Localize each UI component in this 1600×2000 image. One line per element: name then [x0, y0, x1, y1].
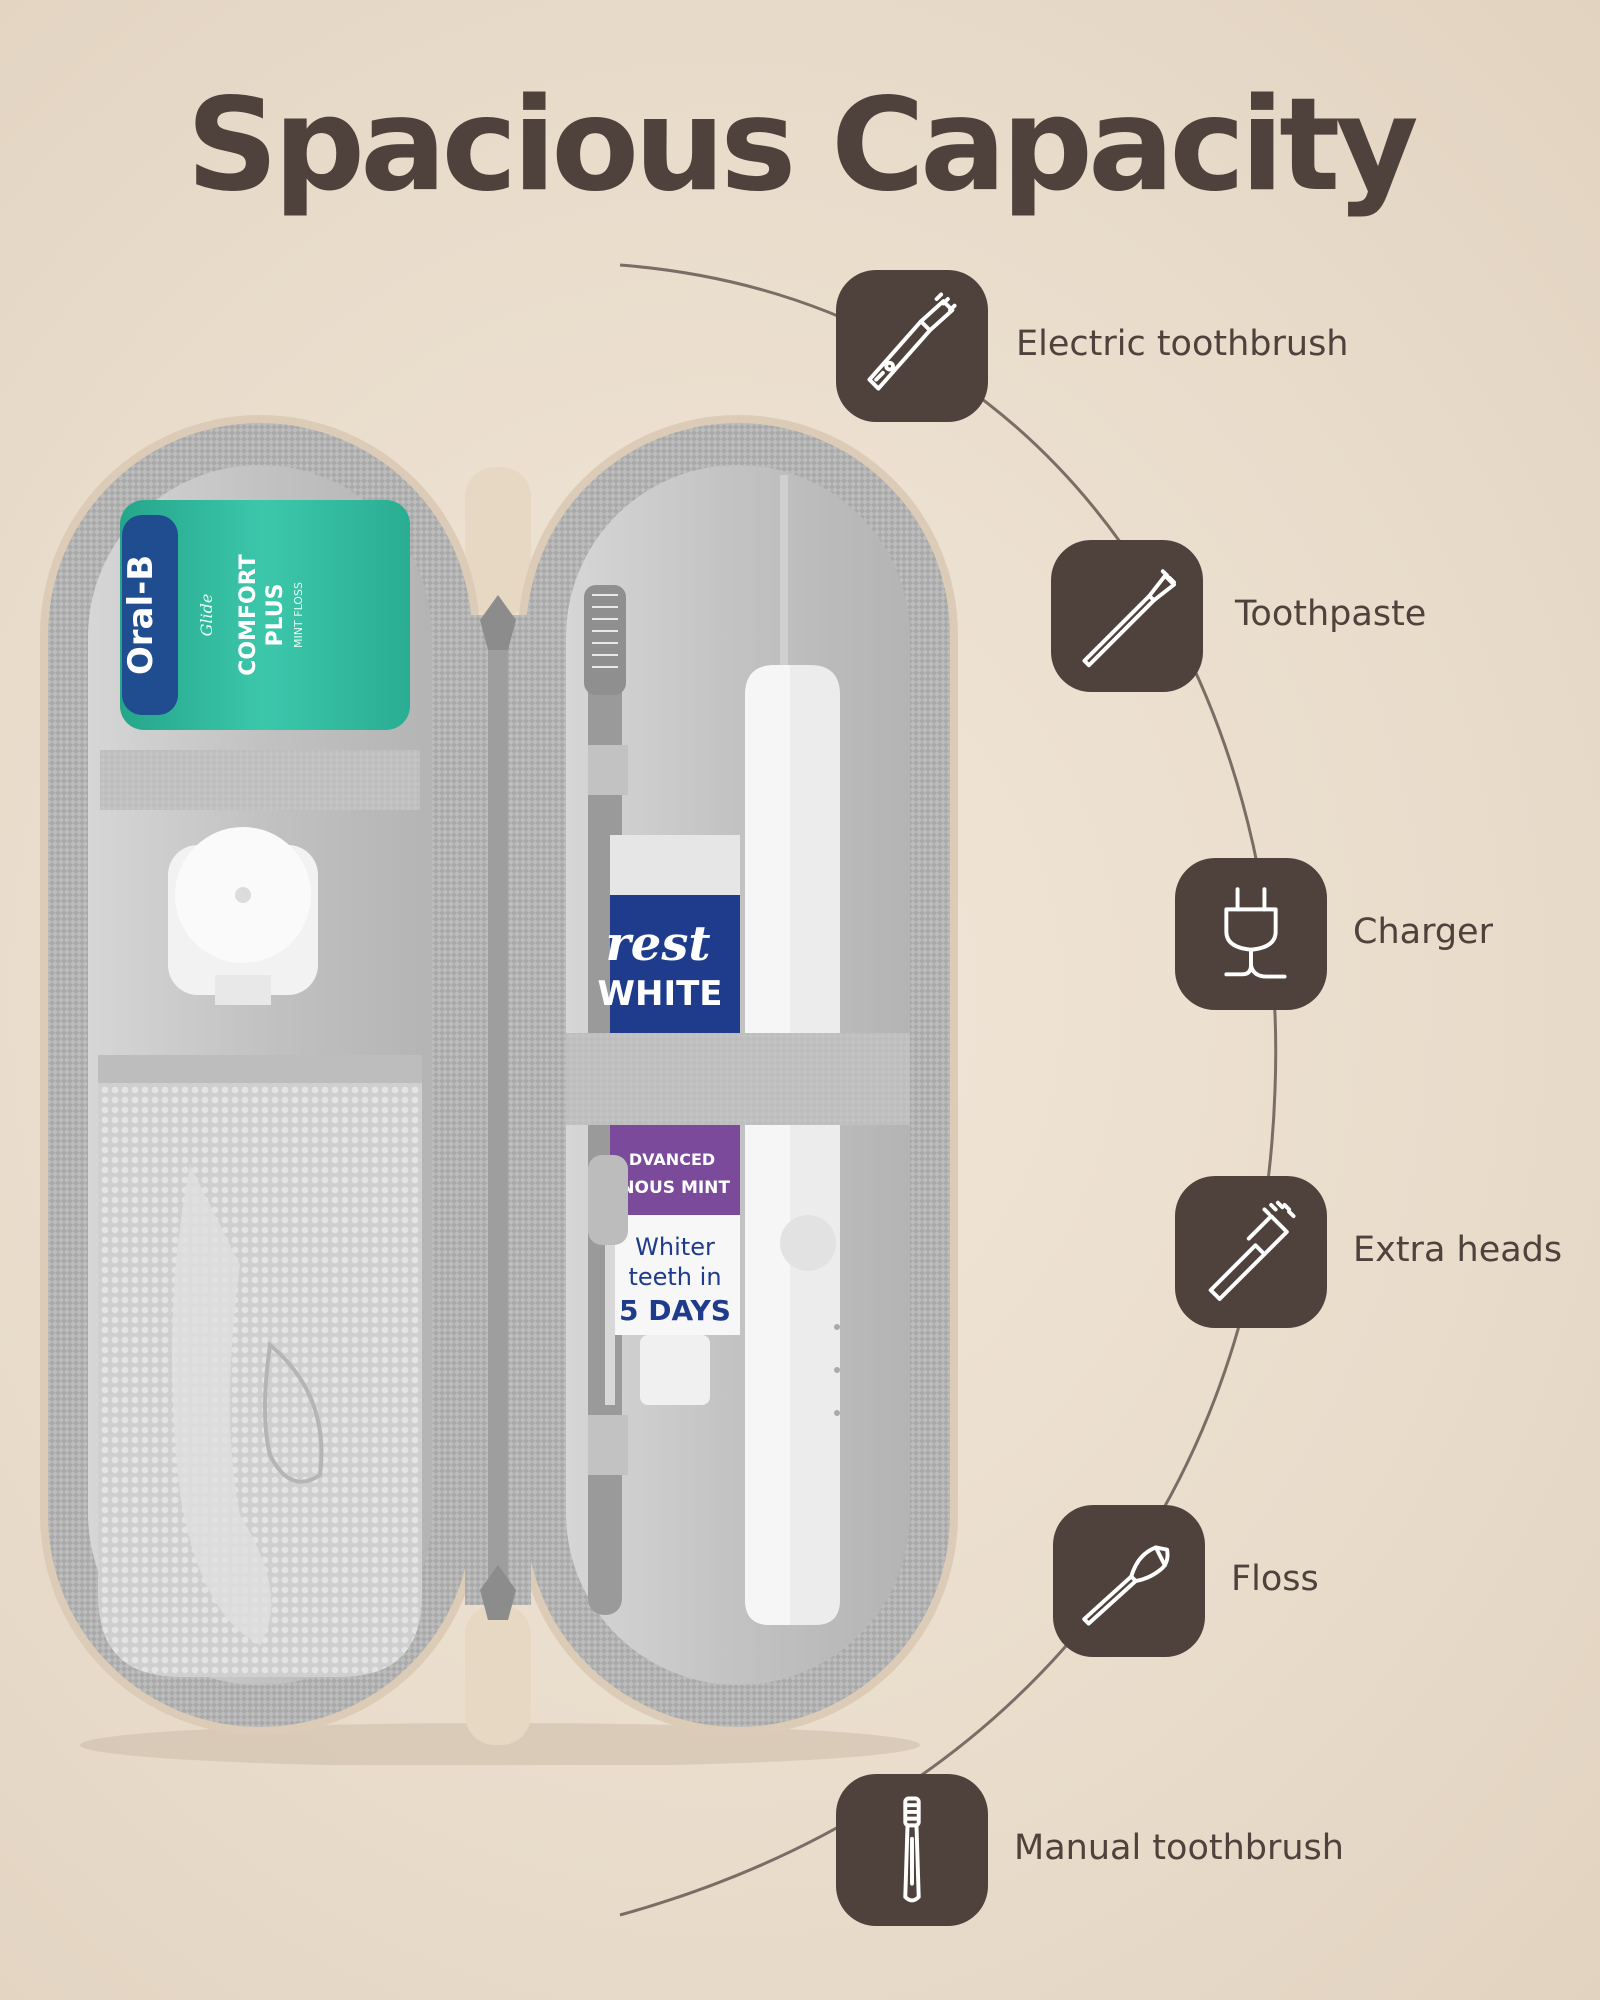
svg-text:rest: rest: [605, 916, 710, 972]
open-travel-case-image: Oral-B Glide COMFORT PLUS MINT FLOSS res…: [40, 415, 960, 1767]
svg-text:DVANCED: DVANCED: [629, 1150, 715, 1169]
svg-text:teeth in: teeth in: [628, 1263, 721, 1291]
floss-box: [120, 500, 410, 730]
svg-text:INOUS MINT: INOUS MINT: [614, 1178, 730, 1198]
feature-label-manual-toothbrush: Manual toothbrush: [1014, 1828, 1344, 1868]
svg-text:WHITE: WHITE: [597, 974, 722, 1014]
travel-case-illustration: Oral-B Glide COMFORT PLUS MINT FLOSS res…: [40, 415, 958, 1767]
manual-toothbrush-icon: [836, 1774, 988, 1926]
brush-head-icon: [1175, 1176, 1327, 1328]
svg-text:Glide: Glide: [197, 594, 216, 637]
feature-label-charger: Charger: [1353, 912, 1493, 952]
feature-label-floss: Floss: [1231, 1559, 1319, 1599]
feature-label-electric-toothbrush: Electric toothbrush: [1016, 324, 1349, 364]
floss-pick-icon: [1053, 1505, 1205, 1657]
svg-text:Oral-B: Oral-B: [121, 555, 161, 675]
charger-plug-icon: [1175, 858, 1327, 1010]
feature-label-extra-heads: Extra heads: [1353, 1230, 1563, 1270]
toothpaste-icon: [1051, 540, 1203, 692]
page-title: Spacious Capacity: [186, 71, 1418, 220]
svg-text:PLUS: PLUS: [263, 583, 288, 646]
svg-text:5 DAYS: 5 DAYS: [619, 1294, 731, 1327]
svg-text:COMFORT: COMFORT: [236, 554, 261, 675]
electric-toothbrush-icon: [836, 270, 988, 422]
feature-label-toothpaste: Toothpaste: [1235, 594, 1427, 634]
svg-text:Whiter: Whiter: [635, 1233, 715, 1261]
svg-text:MINT FLOSS: MINT FLOSS: [292, 582, 305, 648]
